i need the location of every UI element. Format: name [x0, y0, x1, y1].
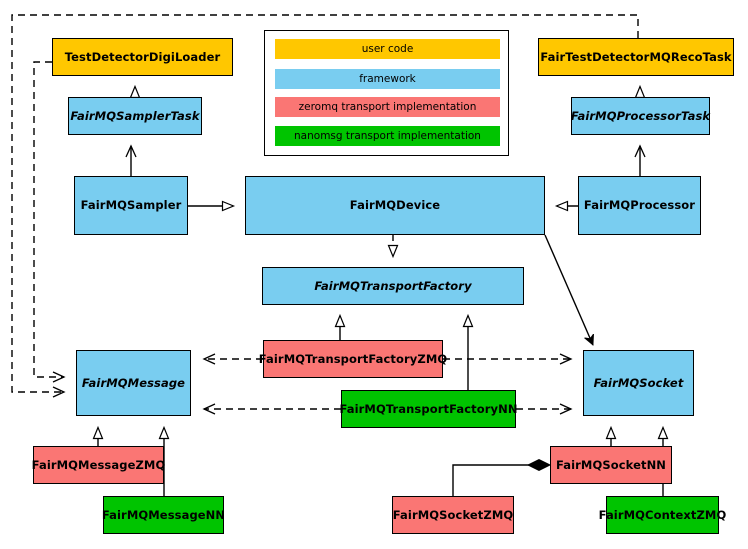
class-box-fairmqsampler[interactable]: FairMQSampler — [74, 176, 188, 235]
class-label-fairmqsocket: FairMQSocket — [593, 375, 684, 390]
legend-label-zeromq: zeromq transport implementation — [298, 101, 477, 113]
edge-device-socket — [544, 234, 593, 345]
class-label-fairmqtransportfactory: FairMQTransportFactory — [314, 278, 472, 293]
legend-item-zeromq: zeromq transport implementation — [275, 97, 500, 117]
legend-item-nanomsg: nanomsg transport implementation — [275, 126, 500, 146]
class-label-fairmqsamplertask: FairMQSamplerTask — [70, 108, 200, 123]
class-box-fairtestdetectormqrecotask[interactable]: FairTestDetectorMQRecoTask — [538, 38, 734, 76]
edge-digiloader-to-message — [33, 61, 66, 383]
legend-label-user-code: user code — [361, 43, 414, 55]
class-label-testdetectordigiloader: TestDetectorDigiLoader — [64, 49, 221, 64]
legend-item-user-code: user code — [275, 39, 500, 59]
class-label-fairmqmessagezmq: FairMQMessageZMQ — [31, 457, 166, 472]
class-label-fairmqdevice: FairMQDevice — [349, 198, 441, 213]
class-box-fairmqprocessor[interactable]: FairMQProcessor — [578, 176, 701, 235]
class-box-fairmqtransportfactory[interactable]: FairMQTransportFactory — [262, 267, 524, 305]
class-label-fairmqmessage: FairMQMessage — [81, 375, 186, 390]
class-box-fairmqmessagenn[interactable]: FairMQMessageNN — [101, 496, 226, 534]
class-box-fairmqmessage[interactable]: FairMQMessage — [76, 350, 191, 416]
class-label-fairmqsampler: FairMQSampler — [80, 198, 182, 213]
class-label-fairmqsocketnn: FairMQContextZMQ — [598, 507, 727, 522]
class-box-fairmqtransportfactorynn[interactable]: FairMQTransportFactoryNN — [339, 390, 518, 428]
class-box-fairmqsamplertask[interactable]: FairMQSamplerTask — [68, 97, 202, 135]
class-label-fairmqprocessortask: FairMQProcessorTask — [570, 108, 711, 123]
class-label-fairtestdetectormqrecotask: FairTestDetectorMQRecoTask — [540, 49, 732, 64]
class-box-fairmqcontextzmq[interactable]: FairMQSocketZMQ — [392, 496, 514, 534]
legend-item-framework: framework — [275, 69, 500, 89]
class-label-fairmqcontextzmq: FairMQSocketZMQ — [392, 507, 514, 522]
class-label-fairmqmessagenn: FairMQMessageNN — [101, 507, 226, 522]
class-box-fairmqtransportfactoryzmq[interactable]: FairMQTransportFactoryZMQ — [259, 340, 447, 378]
class-label-fairmqtransportfactorynn: FairMQTransportFactoryNN — [339, 401, 518, 416]
class-box-fairmqsocketnn[interactable]: FairMQContextZMQ — [599, 496, 726, 534]
legend-panel: user code framework zeromq transport imp… — [264, 30, 509, 156]
class-box-fairmqsocketzmq[interactable]: FairMQSocketNN — [550, 446, 672, 484]
class-box-fairmqdevice[interactable]: FairMQDevice — [245, 176, 545, 235]
class-box-fairmqsocket[interactable]: FairMQSocket — [583, 350, 694, 416]
class-label-fairmqprocessor: FairMQProcessor — [583, 198, 696, 213]
class-box-fairmqmessagezmq[interactable]: FairMQMessageZMQ — [31, 446, 166, 484]
legend-label-nanomsg: nanomsg transport implementation — [294, 130, 481, 142]
edge-socketzmq-contextzmq — [452, 464, 533, 496]
class-box-fairmqprocessortask[interactable]: FairMQProcessorTask — [571, 97, 710, 135]
legend-label-framework: framework — [359, 73, 416, 85]
class-label-fairmqsocketzmq: FairMQSocketNN — [555, 457, 667, 472]
composition-diamond — [526, 458, 552, 472]
edge-recotask-to-message — [11, 14, 639, 398]
class-label-fairmqtransportfactoryzmq: FairMQTransportFactoryZMQ — [258, 351, 448, 366]
class-box-testdetectordigiloader[interactable]: TestDetectorDigiLoader — [52, 38, 233, 76]
